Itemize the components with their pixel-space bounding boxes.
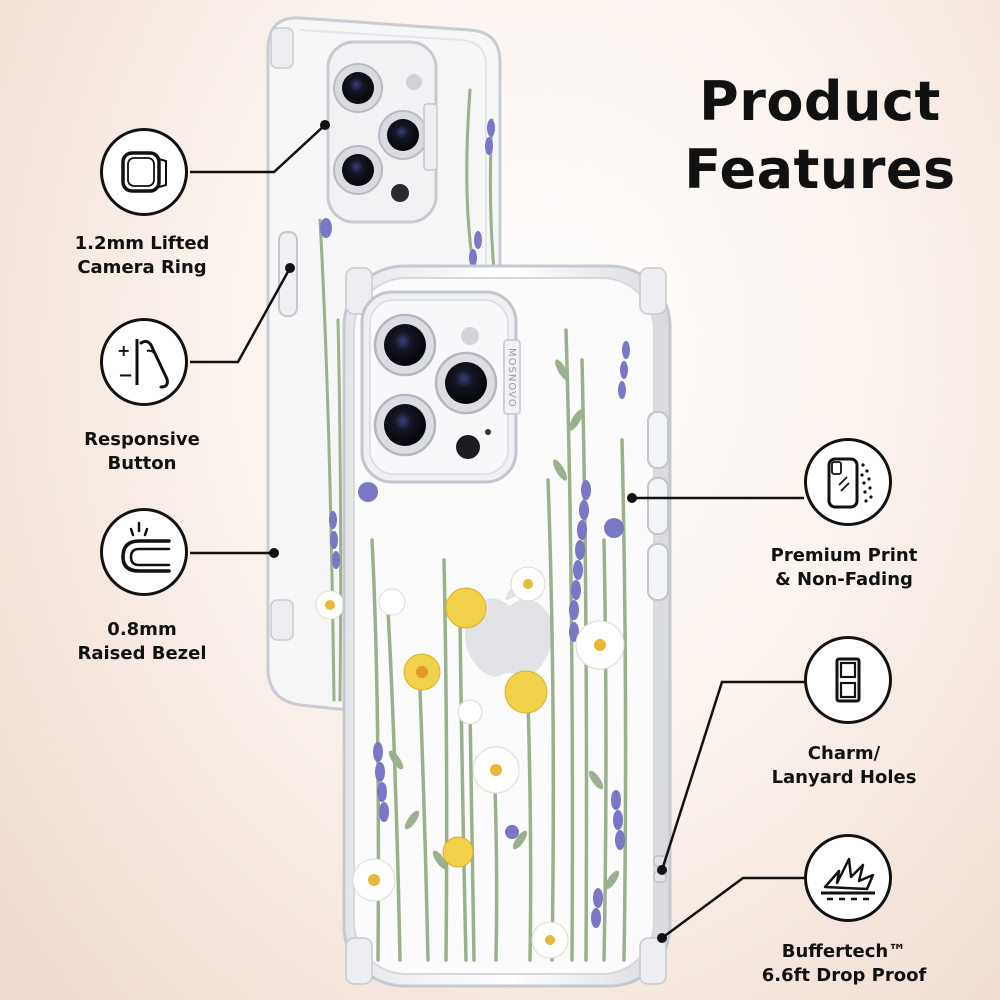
title-line-2: Features: [684, 138, 956, 201]
responsive-button-icon: + −: [117, 339, 169, 389]
charm-feature-label: Charm/ Lanyard Holes: [771, 743, 917, 788]
yellow-flowers: [403, 587, 548, 868]
apple-logo-watermark: [464, 584, 554, 677]
camera-ring-feature-label: 1.2mm Lifted Camera Ring: [74, 233, 210, 278]
back-phone-case: [266, 16, 502, 712]
lanyard-holes-icon: [835, 657, 861, 703]
phone-print-icon: [827, 457, 873, 509]
front-phone-case: MOSNOVO: [342, 264, 672, 988]
lavender-flowers: [358, 341, 630, 928]
shock-absorb-icon: [821, 857, 875, 901]
brand-text: MOSNOVO: [506, 348, 517, 408]
print-feature-label: Premium Print & Non-Fading: [770, 545, 918, 590]
bezel-feature-badge: [100, 508, 188, 596]
button-feature-badge: + −: [100, 318, 188, 406]
raised-bezel-icon: [121, 521, 171, 573]
camera-ring-icon: [121, 151, 167, 193]
page-title: Product Features: [660, 68, 980, 204]
button-feature-label: Responsive Button: [84, 429, 200, 474]
front-camera-lenses: [373, 313, 498, 459]
drop-feature-label: Buffertech™ 6.6ft Drop Proof: [761, 941, 927, 986]
title-line-1: Product: [699, 70, 941, 133]
charm-feature-badge: [804, 636, 892, 724]
drop-feature-badge: [804, 834, 892, 922]
daisy-flowers: [352, 566, 625, 959]
side-buttons: [647, 411, 669, 601]
camera-ring-feature-badge: [100, 128, 188, 216]
back-camera-lenses: [333, 63, 428, 202]
print-feature-badge: [804, 438, 892, 526]
bezel-feature-label: 0.8mm Raised Bezel: [77, 619, 207, 664]
svg-text:−: −: [118, 365, 133, 386]
svg-text:+: +: [117, 341, 130, 360]
